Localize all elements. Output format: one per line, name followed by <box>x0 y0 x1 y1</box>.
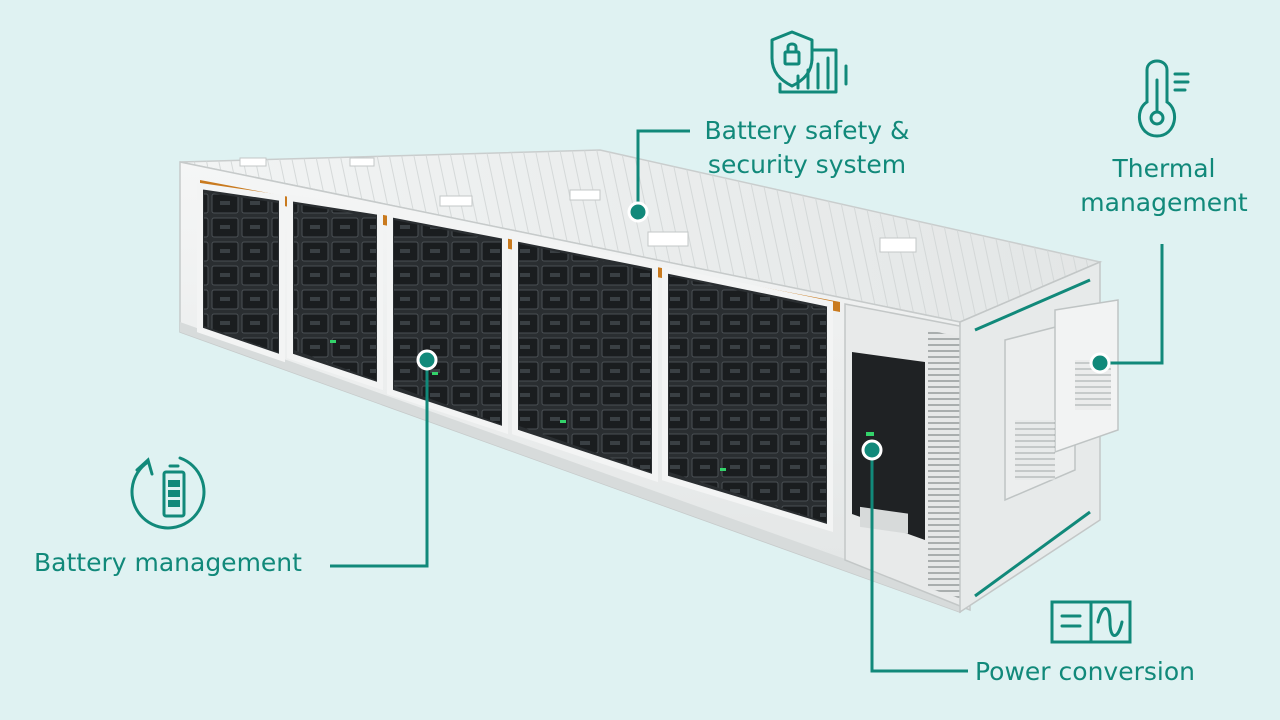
rack-bay-3 <box>387 210 508 435</box>
roof-hatch <box>569 189 601 201</box>
safety-callout-dot <box>627 201 649 223</box>
power-callout-label: Power conversion <box>975 657 1195 686</box>
roof-hatch <box>439 195 473 207</box>
roof-hatch <box>879 237 917 253</box>
rack-bay-1 <box>197 182 285 363</box>
thermal-callout-dot <box>1089 352 1111 374</box>
thermometer-icon <box>1137 59 1190 138</box>
battery-callout-label: Battery management <box>34 548 302 577</box>
power-conversion-cabinet <box>844 303 971 612</box>
callout-lines <box>330 129 1164 673</box>
thermal-callout-line-1: Thermal <box>1112 154 1216 183</box>
battery-callout-line <box>330 360 429 568</box>
rack-bay-5 <box>662 266 833 533</box>
rack-bay-2 <box>287 194 383 391</box>
roof-hatch <box>239 157 267 167</box>
thermal-callout-line-2: management <box>1080 188 1248 217</box>
safety-callout-label: Battery safety & security system <box>700 114 914 182</box>
battery-cycle-icon <box>130 456 206 530</box>
thermal-callout-label: Thermal management <box>1072 152 1256 220</box>
power-callout-line <box>870 450 968 673</box>
safety-callout-line <box>636 129 690 212</box>
container-roof <box>179 149 1103 323</box>
status-leds <box>330 340 726 471</box>
ac-dc-converter-icon <box>1050 600 1132 644</box>
status-leds <box>866 432 874 436</box>
safety-callout-line-1: Battery safety & <box>704 116 910 145</box>
shield-lock-chart-icon <box>770 30 848 94</box>
roof-hatch <box>647 231 689 247</box>
roof-hatch <box>349 157 375 167</box>
callout-dots <box>416 201 1111 461</box>
safety-callout-line-2: security system <box>707 150 907 179</box>
battery-callout-dot <box>416 349 438 371</box>
power-callout-dot <box>861 439 883 461</box>
battery-racks <box>197 182 833 533</box>
hvac-units <box>1004 299 1119 502</box>
thermal-callout-line <box>1100 244 1164 365</box>
rack-bay-4 <box>512 234 658 483</box>
